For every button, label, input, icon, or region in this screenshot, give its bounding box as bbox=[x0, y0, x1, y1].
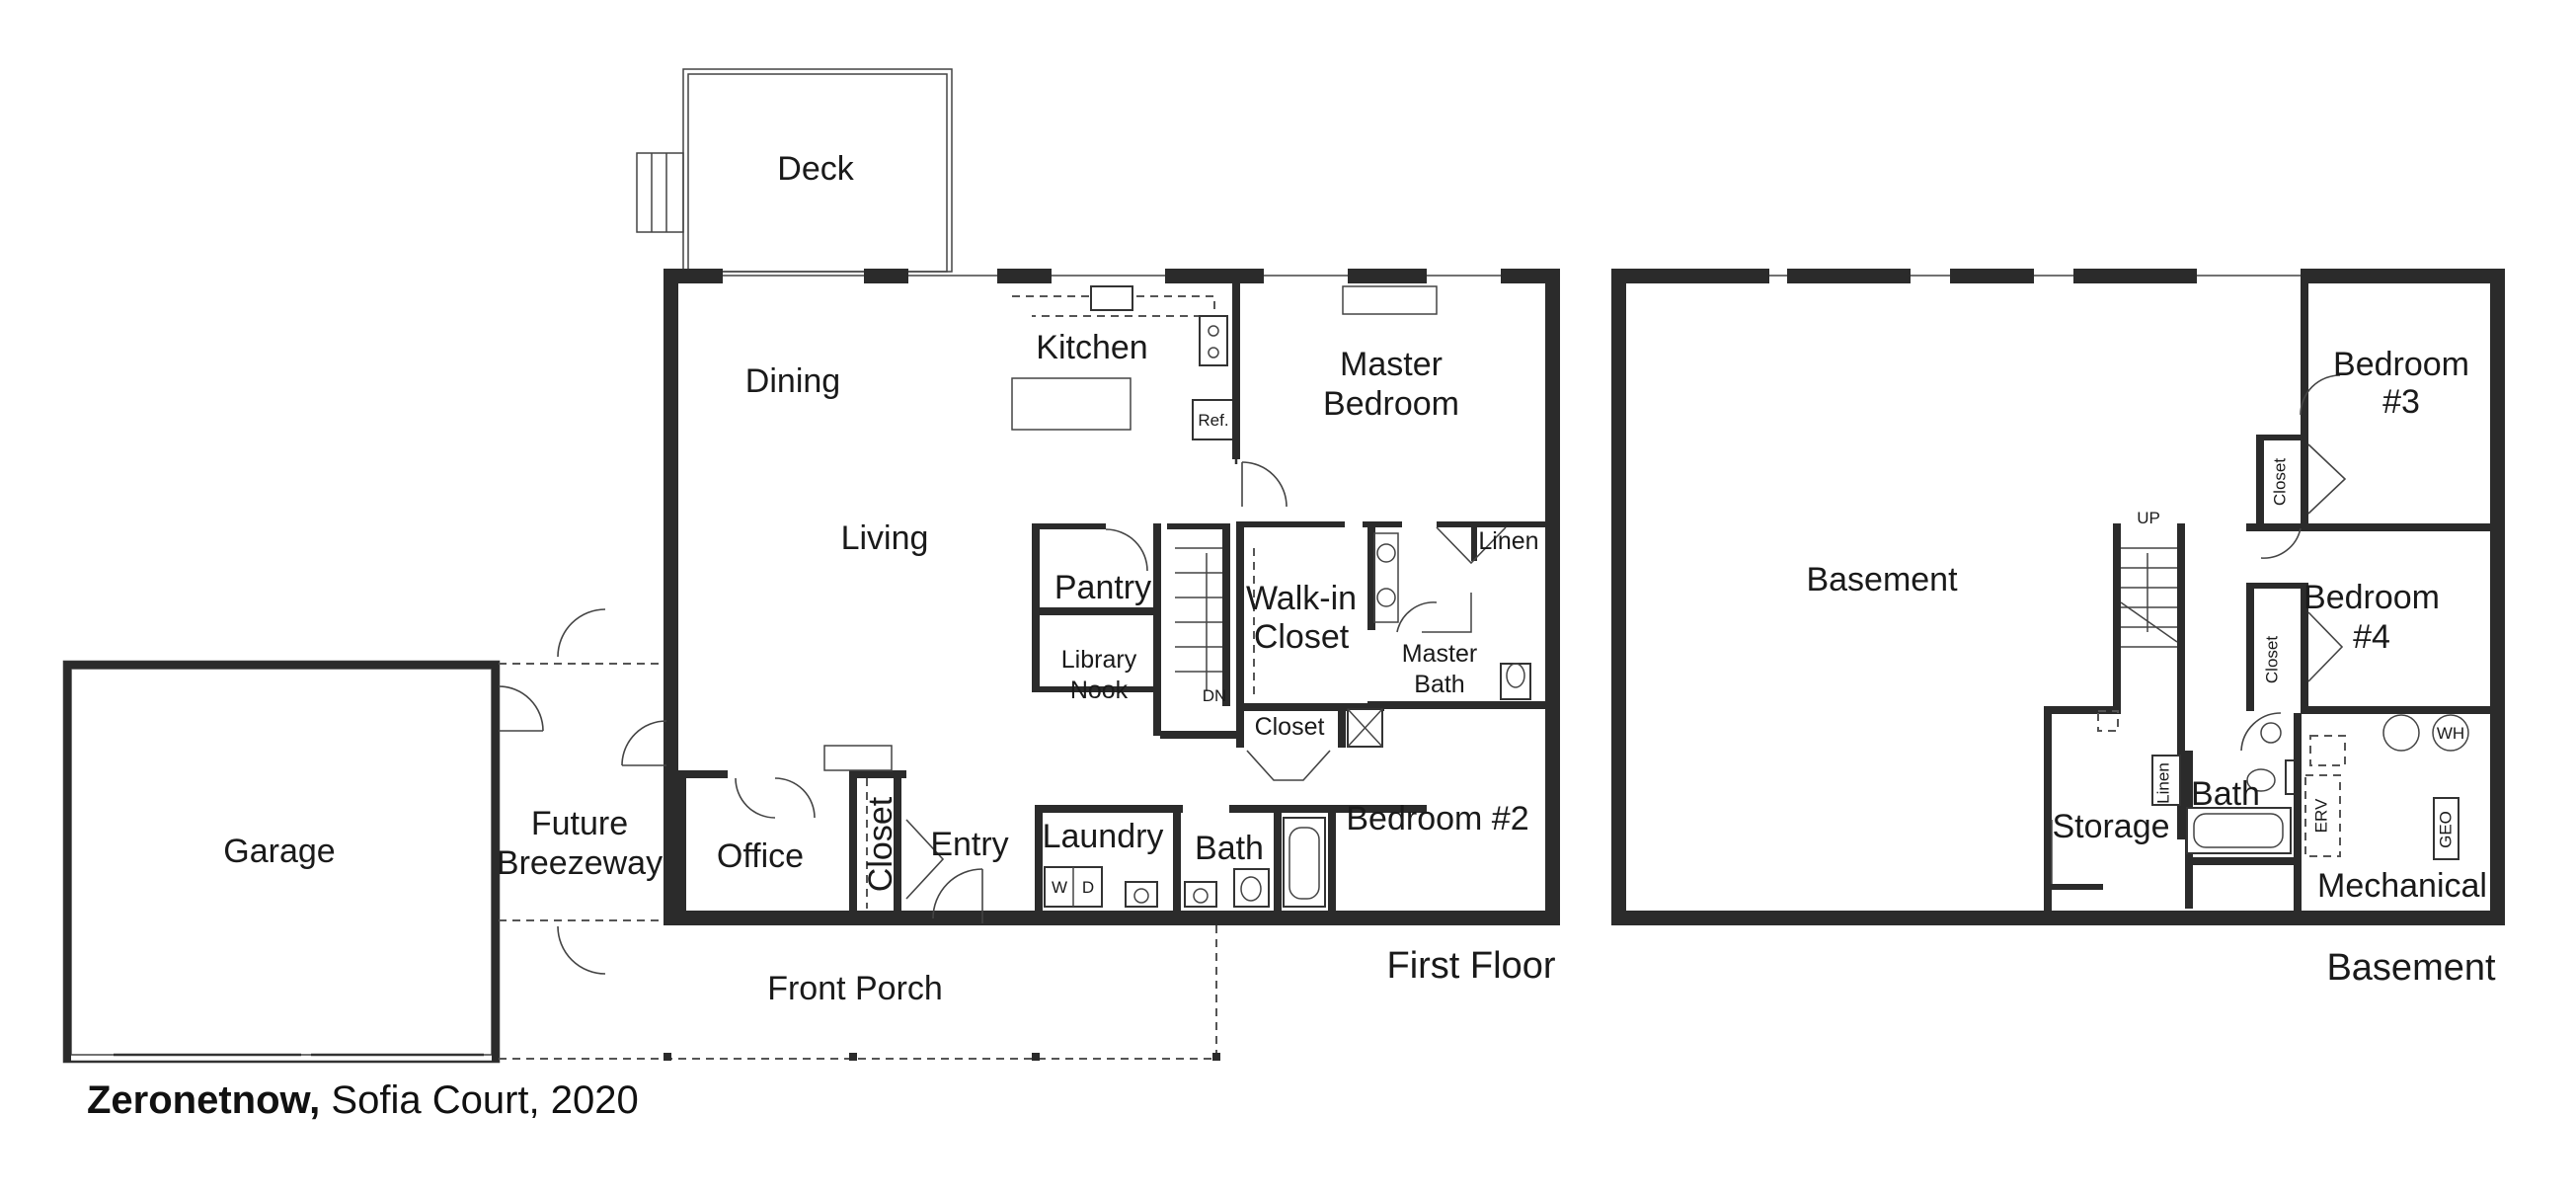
floor-title-first-floor: First Floor bbox=[1387, 945, 1556, 987]
room-label-master-bedroom-line2: Bedroom bbox=[1323, 385, 1459, 423]
basement-exterior-walls bbox=[1611, 269, 2505, 925]
room-label-bedroom-3-line1: Bedroom bbox=[2333, 346, 2469, 383]
caption-project: Sofia Court, bbox=[331, 1078, 540, 1122]
fixture-label-dryer: D bbox=[1082, 878, 1094, 897]
floor-title-basement: Basement bbox=[2326, 947, 2496, 989]
basement-plan: Basement Bedroom #3 Closet Bedroom #4 Cl… bbox=[1611, 269, 2505, 989]
room-label-master-bath-line1: Master bbox=[1402, 640, 1477, 668]
room-label-breezeway-line1: Future bbox=[531, 805, 628, 842]
room-label-bedroom-4-line1: Bedroom bbox=[2303, 579, 2440, 616]
plan-caption: Zeronetnow, Sofia Court, 2020 bbox=[87, 1078, 639, 1123]
room-label-storage: Storage bbox=[2052, 808, 2169, 845]
room-label-bedroom-2: Bedroom #2 bbox=[1346, 800, 1528, 837]
fixture-label-water-heater: WH bbox=[2437, 724, 2464, 743]
first-floor-stair bbox=[1175, 547, 1222, 691]
room-label-library-nook-line1: Library bbox=[1061, 646, 1137, 674]
room-label-basement-linen: Linen bbox=[2153, 762, 2172, 804]
first-floor-exterior-walls bbox=[664, 269, 1560, 925]
room-label-bedroom-3-line2: #3 bbox=[2382, 383, 2420, 421]
room-label-walkin-closet-line1: Walk-in bbox=[1246, 580, 1357, 617]
room-label-basement: Basement bbox=[1806, 561, 1958, 598]
room-label-mechanical: Mechanical bbox=[2317, 867, 2487, 905]
fixture-label-washer: W bbox=[1052, 878, 1067, 897]
caption-brand: Zeronetnow, bbox=[87, 1078, 321, 1122]
room-label-linen: Linen bbox=[1478, 527, 1538, 555]
room-label-front-porch: Front Porch bbox=[767, 970, 943, 1007]
deck-outline bbox=[636, 68, 953, 273]
caption-year: 2020 bbox=[550, 1078, 639, 1122]
room-label-closet-4: Closet bbox=[2262, 636, 2281, 683]
garage-outline bbox=[62, 660, 544, 1064]
room-label-closet-3: Closet bbox=[2270, 458, 2289, 506]
first-floor-labels: Deck Dining Kitchen Master Bedroom Livin… bbox=[223, 150, 1556, 1007]
room-label-deck: Deck bbox=[777, 150, 854, 188]
room-label-bath: Bath bbox=[1195, 830, 1264, 867]
room-label-walkin-closet-line2: Closet bbox=[1254, 618, 1350, 656]
first-floor-interior-walls bbox=[678, 281, 1545, 914]
room-label-living: Living bbox=[841, 519, 929, 557]
room-label-basement-bath: Bath bbox=[2191, 775, 2260, 813]
room-label-entry: Entry bbox=[930, 826, 1008, 863]
fixture-label-geo: GEO bbox=[2436, 811, 2455, 848]
fixture-label-refrigerator: Ref. bbox=[1198, 411, 1228, 430]
room-label-dining: Dining bbox=[745, 362, 840, 400]
room-label-bedroom-4-line2: #4 bbox=[2353, 618, 2390, 656]
room-label-laundry: Laundry bbox=[1043, 818, 1164, 855]
first-floor-plan: Deck Dining Kitchen Master Bedroom Livin… bbox=[62, 68, 1560, 1064]
room-label-breezeway-line2: Breezeway bbox=[497, 844, 663, 882]
room-label-entry-closet: Closet bbox=[862, 796, 899, 892]
room-label-master-bath-line2: Bath bbox=[1414, 671, 1464, 698]
room-label-office: Office bbox=[717, 837, 804, 875]
basement-labels: Basement Bedroom #3 Closet Bedroom #4 Cl… bbox=[1806, 346, 2496, 989]
kitchen-counter bbox=[1011, 281, 1238, 464]
basement-stair bbox=[2120, 547, 2178, 648]
room-label-hall-closet: Closet bbox=[1255, 713, 1325, 741]
breezeway-porch-outline bbox=[499, 608, 1220, 1061]
basement-interior-walls bbox=[2044, 281, 2498, 914]
first-floor-doors bbox=[621, 461, 1507, 923]
room-label-kitchen: Kitchen bbox=[1036, 329, 1147, 366]
room-label-garage: Garage bbox=[223, 833, 335, 870]
fixture-label-stair-up: UP bbox=[2137, 509, 2160, 527]
fixture-label-erv: ERV bbox=[2311, 798, 2330, 833]
room-label-master-bedroom-line1: Master bbox=[1340, 346, 1443, 383]
fixture-label-stair-down: DN bbox=[1203, 686, 1227, 705]
room-label-library-nook-line2: Nook bbox=[1070, 677, 1129, 704]
room-label-pantry: Pantry bbox=[1054, 569, 1151, 606]
